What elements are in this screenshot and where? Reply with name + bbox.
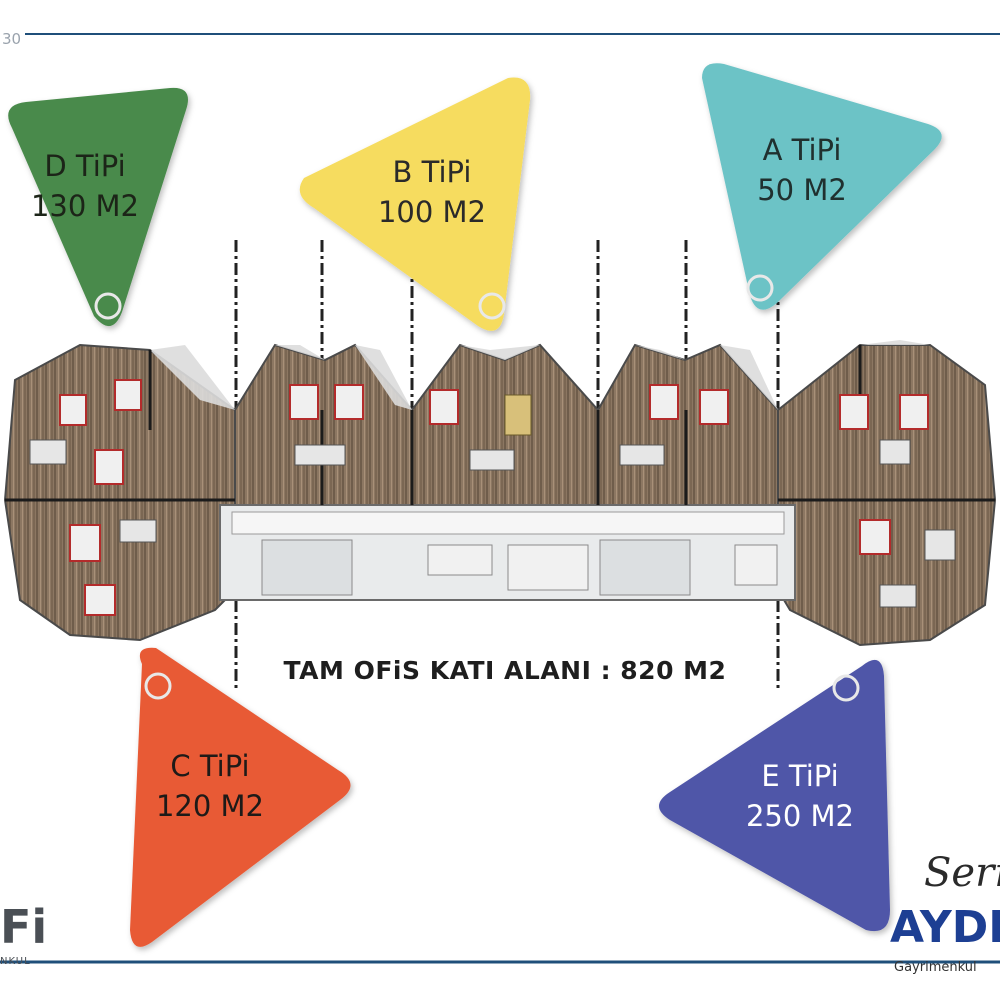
core-room-1 (427, 544, 493, 576)
total-floor-area-label: TAM OFiS KATI ALANI : 820 M2 (283, 656, 727, 685)
page-number-fragment: 30 (2, 30, 22, 48)
unit-name: A TiPi (762, 133, 842, 167)
triangle-e-tipi (659, 659, 890, 932)
unit-marker-rings (94, 274, 860, 702)
ring-e-tipi (832, 674, 860, 702)
unit-name: C TiPi (170, 749, 250, 783)
label-e-tipi: E TiPi 250 M2 (690, 756, 910, 836)
furniture (29, 379, 956, 616)
right-logo-subtitle: Gayrimenkul (894, 960, 977, 975)
core-room-3 (734, 544, 778, 586)
window-fins (150, 345, 235, 410)
interior-partitions (5, 345, 995, 505)
unit-area: 50 M2 (757, 173, 847, 207)
core-room-2 (507, 544, 589, 591)
unit-area: 130 M2 (30, 189, 140, 223)
label-d-tipi: D TiPi 130 M2 (0, 146, 195, 226)
core-stair-east (599, 539, 691, 596)
left-logo-subtitle: NKUL (0, 956, 31, 967)
unit-name: E TiPi (761, 759, 839, 793)
triangle-b-tipi (299, 77, 531, 331)
unit-name: B TiPi (392, 155, 472, 189)
triangle-d-tipi (8, 87, 189, 327)
left-logo-mark: Fi (0, 900, 48, 954)
triangle-a-tipi (702, 63, 942, 310)
ring-a-tipi (746, 274, 774, 302)
core-corridor (231, 511, 785, 535)
floor-plan (3, 340, 997, 647)
ring-d-tipi (94, 292, 122, 320)
ring-c-tipi (144, 672, 172, 700)
label-a-tipi: A TiPi 50 M2 (692, 130, 912, 210)
label-c-tipi: C TiPi 120 M2 (100, 746, 320, 826)
label-b-tipi: B TiPi 100 M2 (322, 152, 542, 232)
core-stair-west (261, 539, 353, 596)
left-logo: Fi NKUL (0, 900, 48, 970)
triangle-c-tipi (130, 647, 351, 947)
right-logo: Serm AYDE Gayrimenkul (890, 850, 1000, 980)
unit-name: D TiPi (44, 149, 126, 183)
unit-area: 100 M2 (377, 195, 487, 229)
right-logo-script: Serm (924, 850, 1000, 896)
unit-area: 250 M2 (745, 799, 855, 833)
unit-area: 120 M2 (155, 789, 265, 823)
right-logo-name: AYDE (890, 902, 1000, 953)
ring-b-tipi (478, 292, 506, 320)
unit-markers (8, 63, 942, 947)
